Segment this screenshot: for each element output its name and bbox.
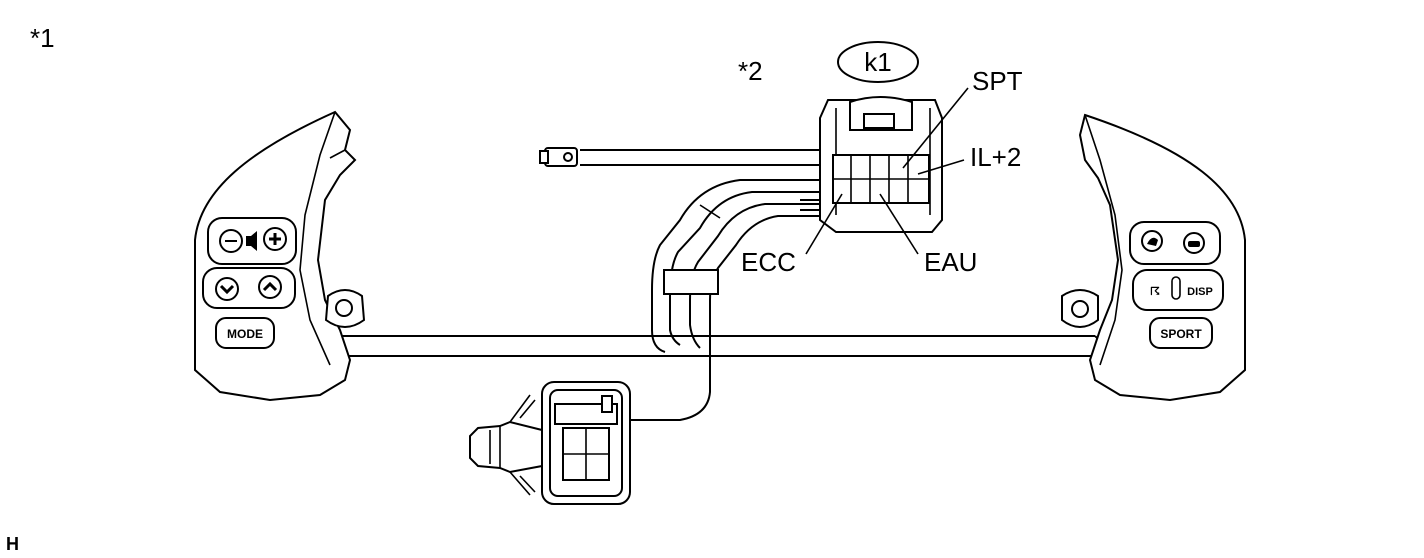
pin-label-eau: EAU — [924, 247, 977, 277]
connector-k1 — [800, 96, 943, 233]
sport-button-label: SPORT — [1160, 327, 1202, 341]
footer-label: H — [6, 534, 19, 554]
connector-id-label: k1 — [864, 47, 891, 77]
pin-callouts: SPT IL+2 ECC EAU — [741, 66, 1023, 277]
ref-label-2: *2 — [738, 56, 763, 86]
voice-icon: ☈ — [1150, 286, 1160, 298]
left-steering-switch: MODE — [194, 110, 366, 402]
ref-label-1: *1 — [30, 23, 55, 53]
spoke-bar — [323, 335, 1102, 357]
mode-button-label: MODE — [227, 327, 263, 341]
connector-id-callout: k1 — [837, 41, 919, 83]
wire-harness — [539, 147, 820, 421]
pin-label-il2: IL+2 — [970, 142, 1021, 172]
disp-button-label: DISP — [1187, 286, 1213, 298]
pin-label-spt: SPT — [972, 66, 1023, 96]
pin-label-ecc: ECC — [741, 247, 796, 277]
bottom-connector — [469, 381, 631, 505]
right-steering-switch: ☈ DISP SPORT — [1061, 113, 1246, 402]
